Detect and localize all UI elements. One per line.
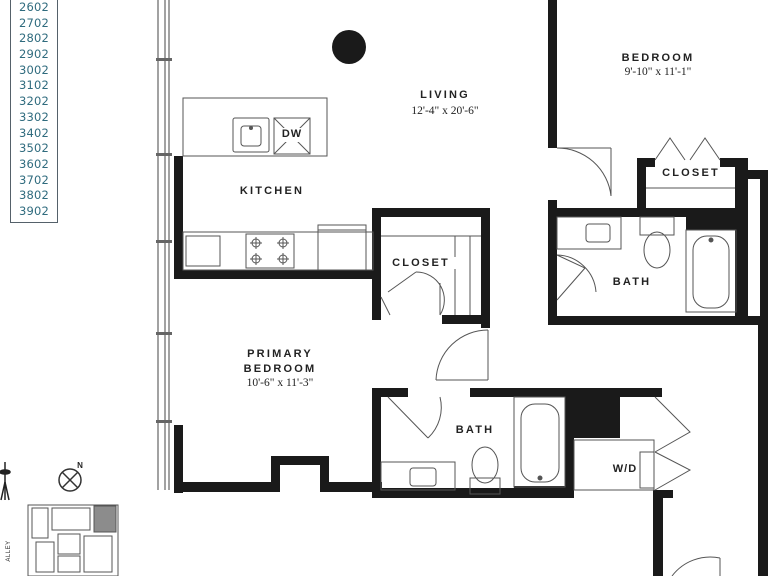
- kitchen-label: KITCHEN: [239, 185, 305, 197]
- living-dims: 12'-4" x 20'-6": [411, 105, 479, 117]
- unit-number: 3702: [18, 172, 50, 187]
- unit-number: 3902: [18, 203, 50, 218]
- primary-bedroom-label-line1: PRIMARY: [247, 348, 313, 360]
- unit-number: 2602: [18, 0, 50, 14]
- space-needle-icon: [0, 462, 11, 501]
- upper-bath-fixtures: [556, 216, 737, 313]
- living-label: LIVING: [420, 89, 470, 101]
- wd-closet: [573, 396, 692, 491]
- bedroom-dims: 9'-10" x 11'-1": [624, 66, 692, 78]
- upper-bath-label: BATH: [612, 276, 652, 288]
- window-wall: [157, 0, 170, 490]
- primary-bedroom-label-line2: BEDROOM: [243, 363, 317, 375]
- dishwasher-label-bg: [280, 128, 304, 142]
- dishwasher-label: DW: [281, 128, 303, 140]
- unit-number: 3402: [18, 125, 50, 140]
- bedroom-closet-label: CLOSET: [650, 167, 732, 179]
- unit-number: 3002: [18, 62, 50, 77]
- unit-number: 3202: [18, 94, 50, 109]
- unit-number: 3502: [18, 141, 50, 156]
- hall-closet-fixtures: [380, 235, 481, 316]
- hall-closet-label: CLOSET: [381, 257, 461, 269]
- walls: [174, 0, 768, 576]
- window-mullions: [156, 58, 172, 423]
- unit-number: 2902: [18, 47, 50, 62]
- entry-door-swing: [671, 556, 721, 576]
- unit-number: 3102: [18, 78, 50, 93]
- unit-number: 2702: [18, 15, 50, 30]
- lower-bath-fixtures: [380, 396, 566, 495]
- primary-bedroom-dims: 10'-6" x 11'-3": [246, 377, 314, 389]
- bedroom-door-swing: [556, 147, 612, 197]
- unit-number: 3802: [18, 188, 50, 203]
- key-plan: [27, 504, 119, 576]
- unit-number: 3602: [18, 156, 50, 171]
- bedroom-closet-doors: [646, 137, 735, 189]
- compass-north-label: N: [77, 461, 83, 470]
- structural-column: [332, 30, 366, 64]
- unit-number: 3302: [18, 109, 50, 124]
- unit-number-list: 2602 2702 2802 2902 3002 3102 3202 3302 …: [10, 0, 58, 223]
- lower-bath-label: BATH: [455, 424, 495, 436]
- bedroom-label: BEDROOM: [621, 52, 695, 64]
- kitchen-island: [182, 97, 328, 157]
- kitchen-counter: [182, 224, 374, 271]
- compass-icon: [58, 468, 82, 492]
- alley-label: ALLEY: [6, 540, 12, 562]
- washer-dryer-label: W/D: [612, 463, 638, 475]
- primary-door-swing: [435, 329, 489, 381]
- unit-number: 2802: [18, 31, 50, 46]
